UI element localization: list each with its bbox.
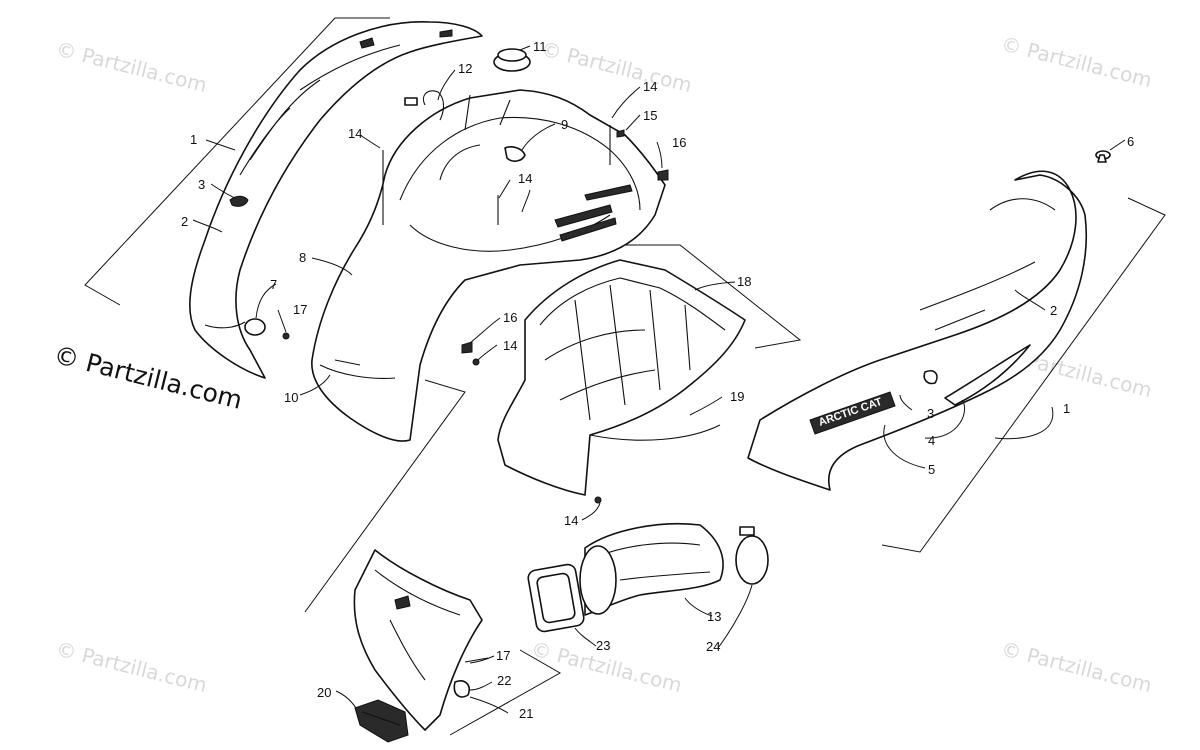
watermark: © Partzilla.com <box>999 637 1155 698</box>
callout-8: 8 <box>299 250 306 265</box>
plug-seal <box>244 318 266 336</box>
callout-23: 23 <box>596 638 610 653</box>
callouts: 1 1 2 2 3 3 4 5 6 7 8 9 10 11 12 13 14 1… <box>181 39 1134 721</box>
callout-14: 14 <box>643 79 657 94</box>
lower-nose <box>353 549 483 743</box>
storage-bin <box>497 259 746 496</box>
callout-3: 3 <box>927 406 934 421</box>
watermark: © Partzilla.com <box>54 637 210 698</box>
callout-19: 19 <box>730 389 744 404</box>
callout-7: 7 <box>270 277 277 292</box>
callout-16: 16 <box>503 310 517 325</box>
callout-14: 14 <box>348 126 362 141</box>
callout-9: 9 <box>561 117 568 132</box>
grommet <box>493 48 531 72</box>
callout-11: 11 <box>533 39 547 54</box>
watermark: © Partzilla.com <box>999 32 1155 93</box>
callout-21: 21 <box>519 706 533 721</box>
callout-17: 17 <box>496 648 510 663</box>
duct-seal <box>527 563 585 633</box>
assembly-brackets <box>84 17 1166 736</box>
callout-16: 16 <box>672 135 686 150</box>
upper-hood <box>311 89 666 442</box>
callout-14: 14 <box>518 171 532 186</box>
callout-17: 17 <box>293 302 307 317</box>
callout-15: 15 <box>643 108 657 123</box>
intake-duct <box>579 522 724 616</box>
callout-3: 3 <box>198 177 205 192</box>
fasteners <box>282 125 669 663</box>
watermark: © Partzilla.com <box>54 37 210 98</box>
callout-4: 4 <box>928 433 935 448</box>
callout-14: 14 <box>503 338 517 353</box>
callout-5: 5 <box>928 462 935 477</box>
callout-14: 14 <box>564 513 578 528</box>
callout-20: 20 <box>317 685 331 700</box>
callout-18: 18 <box>737 274 751 289</box>
left-side-panel <box>189 21 483 379</box>
callout-1: 1 <box>190 132 197 147</box>
push-clip <box>1095 150 1111 163</box>
callout-24: 24 <box>706 639 720 654</box>
callout-13: 13 <box>707 609 721 624</box>
callout-6: 6 <box>1127 134 1134 149</box>
watermark: © Partzilla.com <box>539 37 695 98</box>
leader-lines <box>192 45 1126 714</box>
hose-clamp <box>735 526 769 585</box>
callout-2: 2 <box>181 214 188 229</box>
callout-2: 2 <box>1050 303 1057 318</box>
callout-10: 10 <box>284 390 298 405</box>
callout-12: 12 <box>458 61 472 76</box>
callout-22: 22 <box>497 673 511 688</box>
wire-harness <box>404 90 445 121</box>
right-side-panel: ARCTIC CAT <box>747 170 1088 491</box>
callout-1: 1 <box>1063 401 1070 416</box>
